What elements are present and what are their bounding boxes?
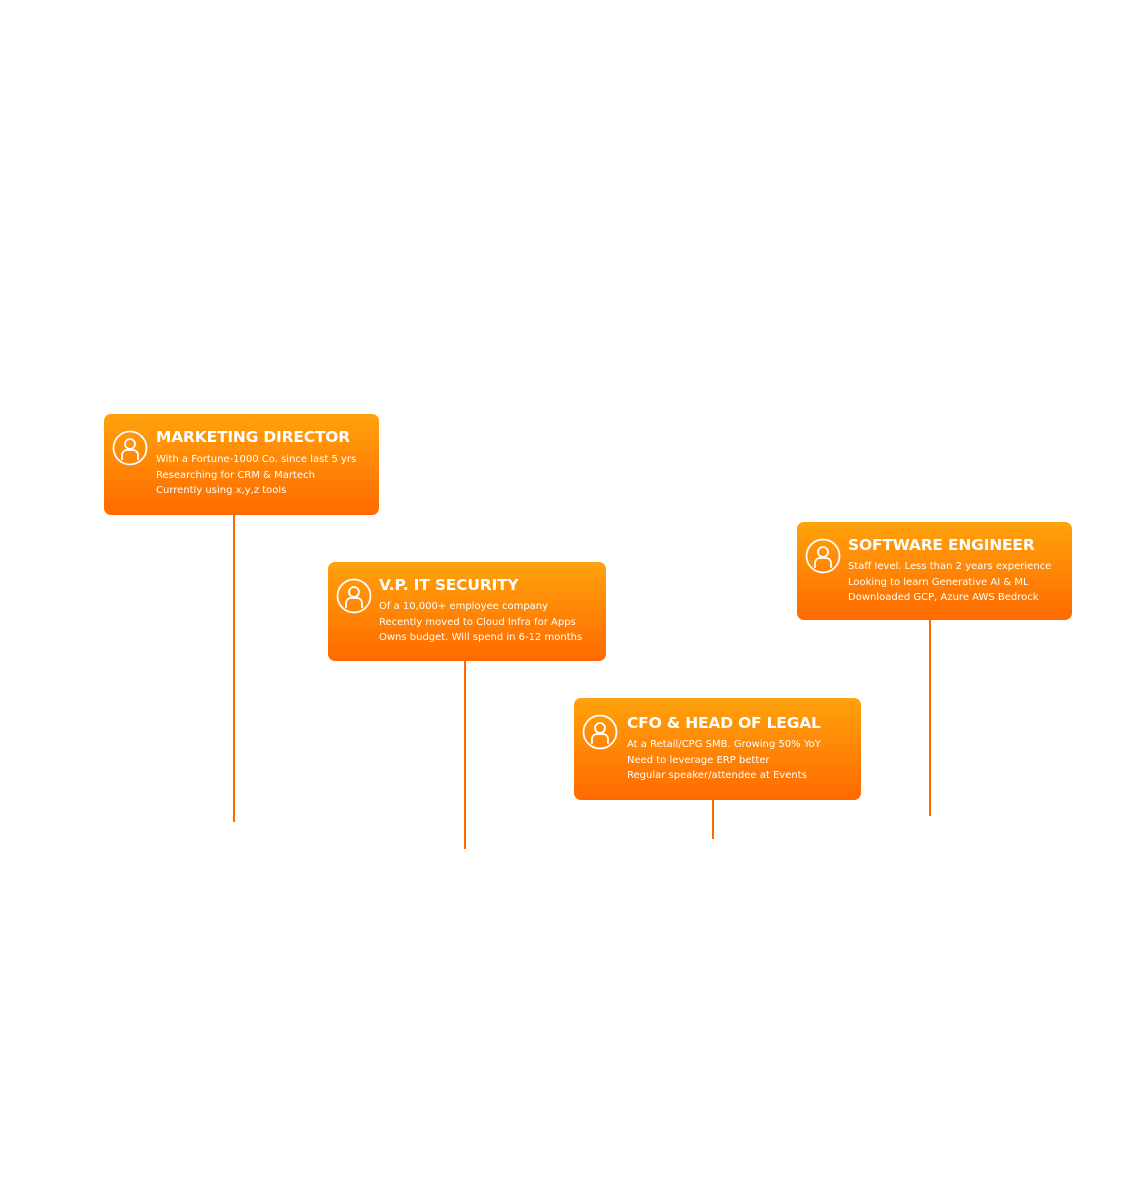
- persona-title: CFO & HEAD OF LEGAL: [627, 714, 821, 732]
- persona-detail: Regular speaker/attendee at Events: [627, 770, 807, 781]
- connector-line: [712, 799, 714, 839]
- persona-detail: Researching for CRM & Martech: [156, 469, 315, 481]
- persona-detail: Of a 10,000+ employee company: [379, 601, 549, 612]
- persona-detail: Need to leverage ERP better: [627, 754, 770, 766]
- persona-title: MARKETING DIRECTOR: [156, 428, 351, 446]
- connector-line: [929, 619, 931, 816]
- connector-line: [233, 514, 235, 822]
- user-icon: [805, 538, 841, 574]
- user-icon: [336, 578, 372, 614]
- persona-detail: Recently moved to Cloud Infra for Apps: [379, 616, 576, 628]
- user-icon: [582, 714, 618, 750]
- persona-title: SOFTWARE ENGINEER: [848, 536, 1035, 554]
- persona-card-marketing-director: MARKETING DIRECTOR With a Fortune-1000 C…: [104, 414, 379, 515]
- persona-detail: Downloaded GCP, Azure AWS Bedrock: [848, 592, 1039, 603]
- persona-card-cfo-head-of-legal: CFO & HEAD OF LEGAL At a Retail/CPG SMB.…: [574, 698, 861, 800]
- persona-detail: At a Retail/CPG SMB. Growing 50% YoY: [627, 739, 821, 750]
- persona-title: V.P. IT SECURITY: [379, 576, 519, 594]
- persona-detail: Owns budget. Will spend in 6-12 months: [379, 632, 583, 643]
- connector-line: [464, 660, 466, 849]
- user-icon: [112, 430, 148, 466]
- persona-card-software-engineer: SOFTWARE ENGINEER Staff level. Less than…: [797, 522, 1072, 620]
- persona-detail: Looking to learn Generative AI & ML: [848, 576, 1029, 588]
- persona-detail: With a Fortune-1000 Co. since last 5 yrs: [156, 454, 357, 465]
- persona-detail: Currently using x,y,z tools: [156, 485, 287, 496]
- persona-detail: Staff level. Less than 2 years experienc…: [848, 561, 1052, 572]
- persona-card-vp-it-security: V.P. IT SECURITY Of a 10,000+ employee c…: [328, 562, 606, 661]
